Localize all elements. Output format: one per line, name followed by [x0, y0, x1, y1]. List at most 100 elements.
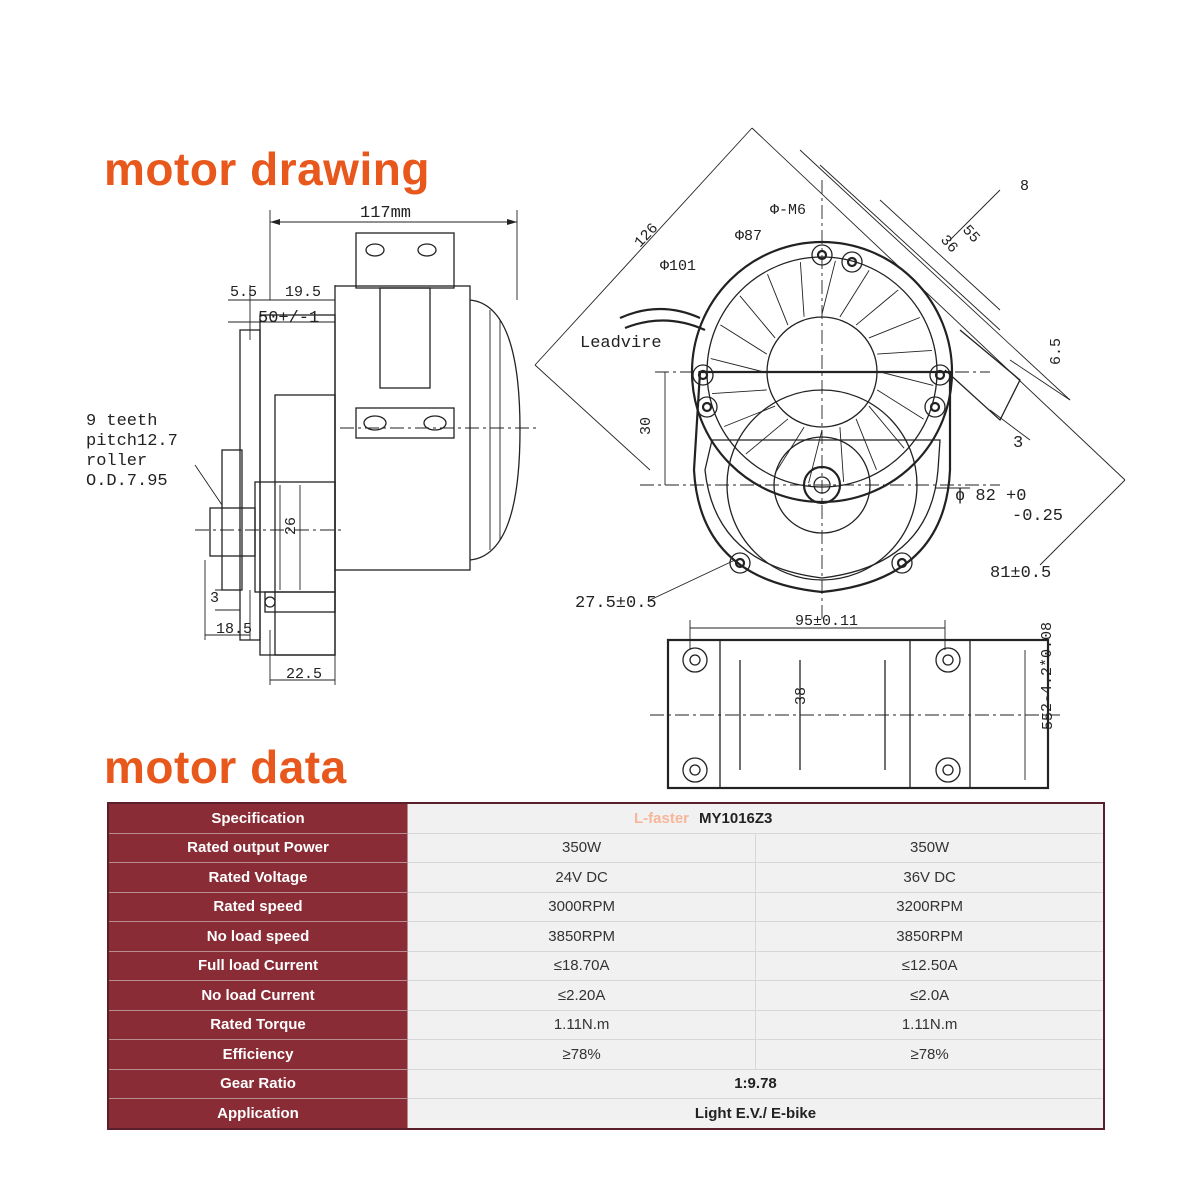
rotor-spoke: [879, 371, 934, 386]
row-label: Application: [107, 1098, 408, 1129]
value-36v: ≥78%: [755, 1039, 1105, 1070]
mounting-bolt: [701, 401, 713, 413]
dim-3b: 3: [1013, 434, 1023, 453]
mounting-bolt: [896, 557, 908, 569]
dim-82-tol: -0.25: [1012, 507, 1063, 526]
rotor-spoke: [868, 317, 921, 339]
dim-4-8: 2-4.2*0.08: [1039, 622, 1056, 712]
mounting-bolt: [846, 256, 858, 268]
rotor-spoke: [799, 262, 805, 317]
motor-data-heading: motor data: [104, 741, 347, 793]
row-label: No load Current: [107, 980, 408, 1011]
value-24v: 1.11N.m: [406, 1009, 757, 1040]
dim-30: 30: [638, 417, 655, 435]
row-label: Rated Torque: [107, 1009, 408, 1040]
value-24v: 3000RPM: [406, 891, 757, 922]
bottom-view: [650, 620, 1060, 790]
rotor-spoke: [808, 429, 823, 484]
motor-spec-table: Specification L-faster MY1016Z3 Rated out…: [107, 802, 1105, 1130]
teeth-note-2: pitch12.7: [86, 432, 178, 451]
value-24v: ≥78%: [406, 1039, 757, 1070]
dim-22-5: 22.5: [286, 666, 322, 683]
gear-ratio-value: 1:9.78: [407, 1068, 1105, 1099]
dim-55: 55: [958, 222, 983, 247]
dim-5-5: 5.5: [230, 284, 257, 301]
row-label: Rated output Power: [107, 832, 408, 863]
dim-81: 81±0.5: [990, 564, 1051, 583]
row-label: Full load Current: [107, 950, 408, 981]
dim-126: 126: [631, 220, 662, 251]
rotor-spoke: [821, 260, 836, 315]
dim-m6: Φ-M6: [770, 202, 806, 219]
value-36v: 3850RPM: [755, 921, 1105, 952]
value-36v: 1.11N.m: [755, 1009, 1105, 1040]
value-24v: 350W: [406, 832, 757, 863]
dim-50: 50+/-1: [258, 309, 319, 328]
dim-101: Φ101: [660, 258, 696, 275]
dim-82: ϕ 82 +0: [955, 487, 1026, 506]
rotor-spoke: [712, 389, 767, 395]
rotor-spoke: [710, 358, 765, 373]
value-36v: 36V DC: [755, 862, 1105, 893]
value-24v: 24V DC: [406, 862, 757, 893]
dim-8: 8: [1020, 178, 1029, 195]
rotor-spoke: [877, 349, 932, 355]
rotor-spoke: [720, 324, 768, 355]
front-view: [534, 127, 1126, 620]
dim-19-5: 19.5: [285, 284, 321, 301]
rotor-spoke: [868, 405, 905, 449]
spec-label: Specification: [107, 802, 408, 834]
mounting-bolt: [734, 557, 746, 569]
value-24v: ≤18.70A: [406, 950, 757, 981]
rotor-spoke: [839, 427, 845, 482]
value-24v: 3850RPM: [406, 921, 757, 952]
dim-36: 36: [936, 232, 961, 257]
leadwire-label: Leadvire: [580, 334, 662, 353]
rotor-spoke: [739, 295, 776, 339]
brand-name: L-faster: [634, 809, 690, 827]
dim-95: 95±0.11: [795, 613, 858, 630]
rotor-spoke: [723, 405, 776, 427]
rotor-spoke: [876, 389, 924, 420]
technical-drawing: 117mm 5.5 19.5 50+/-1 9 teeth pitch12.7 …: [86, 127, 1126, 790]
table-row: No load Current≤2.20A≤2.0A: [107, 980, 1105, 1011]
rotor-spoke: [767, 273, 789, 326]
dim-3: 3: [210, 590, 219, 607]
dim-27-5: 27.5±0.5: [575, 594, 657, 613]
mounting-bolt: [697, 369, 709, 381]
row-label: No load speed: [107, 921, 408, 952]
row-label: Gear Ratio: [107, 1068, 408, 1099]
model-name: MY1016Z3: [699, 809, 773, 827]
mounting-bolt: [696, 396, 718, 418]
mounting-bolt: [934, 369, 946, 381]
dim-55b: 55: [1040, 712, 1057, 730]
dim-18-5: 18.5: [216, 621, 252, 638]
model-cell: L-faster MY1016Z3: [407, 802, 1105, 834]
side-view: [194, 210, 540, 685]
teeth-note-3: roller: [86, 452, 147, 471]
mounting-bolt: [729, 552, 751, 574]
mounting-bolt: [924, 396, 946, 418]
dim-38: 38: [793, 687, 810, 705]
row-label: Efficiency: [107, 1039, 408, 1070]
dim-26: 26: [283, 517, 300, 535]
value-36v: ≤12.50A: [755, 950, 1105, 981]
rotor-spoke: [745, 418, 789, 455]
table-row: Efficiency≥78%≥78%: [107, 1039, 1105, 1070]
mounting-bolt: [841, 251, 863, 273]
teeth-note-4: O.D.7.95: [86, 472, 168, 491]
value-24v: ≤2.20A: [406, 980, 757, 1011]
value-36v: 350W: [755, 832, 1105, 863]
dim-87: Φ87: [735, 228, 762, 245]
mounting-bolt: [891, 552, 913, 574]
dim-117: 117mm: [360, 204, 411, 223]
application-value: Light E.V./ E-bike: [407, 1098, 1105, 1129]
dim-6-5: 6.5: [1048, 338, 1065, 365]
value-36v: 3200RPM: [755, 891, 1105, 922]
table-row: Full load Current≤18.70A≤12.50A: [107, 950, 1105, 981]
mounting-bolt: [929, 364, 951, 386]
